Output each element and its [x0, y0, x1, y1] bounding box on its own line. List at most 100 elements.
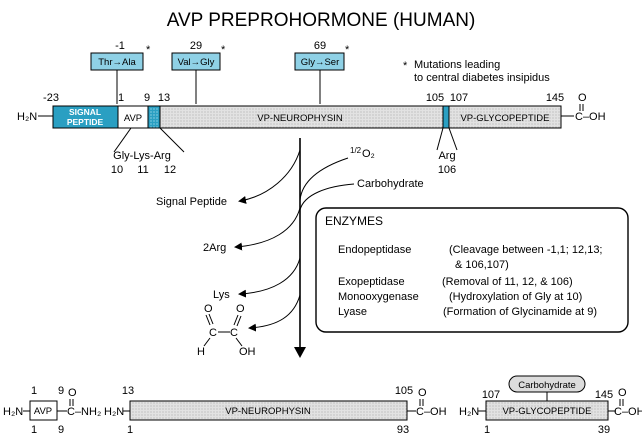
- glyoxylate-h: H: [197, 346, 205, 358]
- glycopeptide-label: VP-GLYCOPEPTIDE: [460, 113, 549, 124]
- enzyme-lyase-desc: (Formation of Glycinamide at 9): [443, 306, 597, 318]
- lys-output: Lys: [213, 289, 230, 301]
- glycopeptide-top-107: 107: [482, 389, 500, 401]
- carbohydrate-input-curve: [299, 183, 355, 211]
- avp-bottom-1: 1: [31, 424, 37, 436]
- signal-peptide-curve: [238, 149, 301, 204]
- pos-10: 10: [111, 164, 123, 176]
- pos-105: 105: [426, 92, 444, 104]
- product-avp: 1 9 H₂N AVP O C–NH₂ 1 9: [3, 385, 101, 436]
- neurophysin-bottom-1: 1: [127, 424, 133, 436]
- enzymes-box: ENZYMES Endopeptidase (Cleavage between …: [315, 207, 629, 333]
- enzyme-endopeptidase-desc-2: & 106,107): [455, 259, 509, 271]
- avp-top-9: 9: [58, 385, 64, 397]
- diagram-title: AVP PREPROHORMONE (HUMAN): [167, 10, 476, 31]
- glycopeptide-bottom-1: 1: [484, 424, 490, 436]
- neurophysin-product-label: VP-NEUROPHYSIN: [225, 406, 311, 417]
- avp-c-o: O: [68, 387, 77, 399]
- cleavage-right: Arg 106: [436, 127, 458, 176]
- glyoxylate-structure: O O C C H OH: [197, 303, 256, 358]
- mutation-69: 69 * Gly→Ser: [294, 40, 350, 104]
- mutation-position: 29: [190, 40, 202, 52]
- signal-peptide-output: Signal Peptide: [156, 196, 227, 208]
- glycopeptide-c-term: C–OH: [614, 406, 642, 418]
- neurophysin-bottom-93: 93: [397, 424, 409, 436]
- avp-product-label: AVP: [34, 406, 52, 417]
- enzyme-monooxygenase: Monooxygenase: [338, 291, 419, 303]
- o2-fraction: 1/2: [350, 146, 362, 155]
- neurophysin-c-o: O: [418, 387, 427, 399]
- pos-1: 1: [118, 92, 124, 104]
- c-terminus: C–OH: [575, 111, 606, 123]
- product-neurophysin: 13 105 H₂N VP-NEUROPHYSIN O C–OH 1 93: [104, 385, 447, 436]
- avp-c-term: C–NH₂: [67, 406, 101, 418]
- mutation-position: 69: [314, 40, 326, 52]
- neurophysin-top-13: 13: [122, 385, 134, 397]
- arg-label: Arg: [438, 150, 455, 162]
- pos-minus23: -23: [43, 92, 59, 104]
- o2-label: O₂: [362, 148, 375, 160]
- glyoxylate-o1: O: [204, 303, 213, 315]
- avp-bottom-9: 9: [58, 424, 64, 436]
- lys-curve: [238, 257, 301, 298]
- neurophysin-c-term: C–OH: [416, 406, 447, 418]
- pos-13: 13: [158, 92, 170, 104]
- glycopeptide-segment: [448, 105, 562, 129]
- cleavage-left: Gly-Lys-Arg 10 11 12: [111, 127, 185, 176]
- avp-label: AVP: [124, 113, 142, 124]
- neurophysin-label: VP-NEUROPHYSIN: [257, 113, 343, 124]
- pos-12: 12: [164, 164, 176, 176]
- carbohydrate-tag-label: Carbohydrate: [518, 380, 576, 391]
- enzyme-exopeptidase: Exopeptidase: [338, 276, 405, 288]
- glycopeptide-product-label: VP-GLYCOPEPTIDE: [502, 406, 591, 417]
- pos-107: 107: [450, 92, 468, 104]
- enzymes-heading: ENZYMES: [325, 214, 383, 228]
- mutation-29: 29 * Val→Gly: [171, 40, 226, 104]
- glyoxylate-c1: C: [209, 327, 217, 339]
- product-glycopeptide: Carbohydrate 107 145 H₂N VP-GLYCOPEPTIDE…: [459, 375, 642, 436]
- two-arg-output: 2Arg: [203, 242, 226, 254]
- mutation-star: *: [221, 44, 226, 56]
- arg-cleavage-segment: [442, 105, 450, 129]
- mutation-star: *: [146, 44, 151, 56]
- enzyme-endopeptidase: Endopeptidase: [338, 244, 411, 256]
- glyoxylate-c2: C: [230, 327, 238, 339]
- glycopeptide-c-o: O: [618, 387, 627, 399]
- mutation-label: Val→Gly: [178, 57, 215, 68]
- carbohydrate-input: Carbohydrate: [357, 178, 424, 190]
- enzyme-monooxygenase-desc: (Hydroxylation of Gly at 10): [449, 291, 582, 303]
- legend-star: *: [403, 60, 408, 72]
- glyoxylate-curve: [248, 294, 301, 332]
- neurophysin-n-term: H₂N: [104, 406, 124, 418]
- n-terminus: H₂N: [17, 111, 37, 123]
- glyoxylate-oh: OH: [239, 346, 256, 358]
- glycopeptide-top-145: 145: [595, 389, 613, 401]
- glycopeptide-bottom-39: 39: [598, 424, 610, 436]
- pos-145: 145: [546, 92, 564, 104]
- neurophysin-top-105: 105: [395, 385, 413, 397]
- mutation-label: Thr→Ala: [98, 57, 136, 68]
- legend-line-2: to central diabetes insipidus: [414, 72, 550, 84]
- mutation-label: Gly→Ser: [301, 57, 340, 68]
- avp-n-term: H₂N: [3, 406, 23, 418]
- pos-9: 9: [144, 92, 150, 104]
- o2-input-curve: [299, 157, 349, 201]
- signal-label-1: SIGNAL: [69, 107, 101, 117]
- enzyme-lyase: Lyase: [338, 306, 367, 318]
- preprohormone-chain: H₂N SIGNAL PEPTIDE AVP VP-NEUROPHYSIN VP…: [17, 92, 606, 129]
- two-arg-curve: [234, 207, 301, 251]
- cleavage-gly-lys-arg-segment: [147, 105, 161, 129]
- mutation-minus1: -1 * Thr→Ala: [90, 40, 151, 104]
- c-terminus-o: O: [578, 92, 587, 104]
- enzyme-endopeptidase-desc: (Cleavage between -1,1; 12,13;: [449, 244, 603, 256]
- pos-106: 106: [438, 164, 456, 176]
- pos-11: 11: [137, 164, 148, 176]
- mutation-star: *: [345, 44, 350, 56]
- legend-line-1: Mutations leading: [414, 59, 500, 71]
- gly-lys-arg-label: Gly-Lys-Arg: [113, 150, 171, 162]
- mutation-position: -1: [115, 40, 125, 52]
- glyoxylate-o2: O: [236, 303, 245, 315]
- enzyme-exopeptidase-desc: (Removal of 11, 12, & 106): [442, 276, 573, 288]
- signal-label-2: PEPTIDE: [67, 117, 104, 127]
